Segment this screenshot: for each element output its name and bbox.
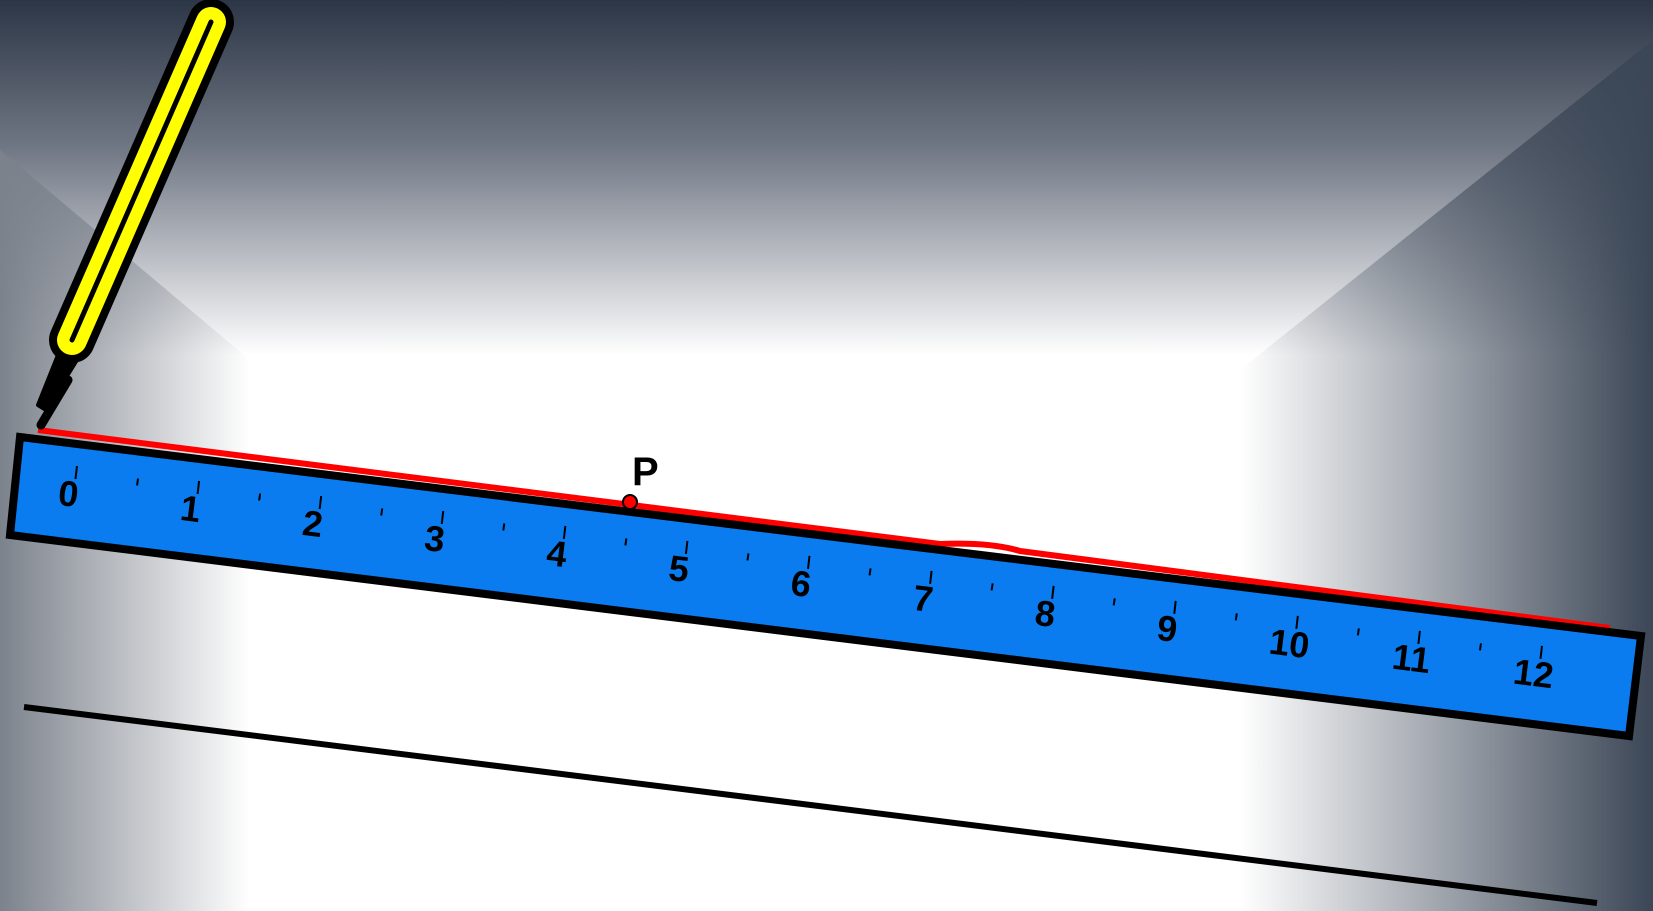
- pen-stripe: [69, 19, 214, 343]
- ruler-number-11: 11: [1390, 636, 1433, 681]
- ruler-minor-tick: [502, 523, 506, 531]
- point-p: P: [622, 450, 659, 510]
- ruler-major-tick: [74, 465, 78, 480]
- ruler-major-tick: [196, 480, 201, 495]
- ruler-major-tick: [440, 510, 445, 525]
- ruler-number-3: 3: [422, 517, 447, 560]
- ruler-minor-tick: [136, 478, 140, 486]
- ruler-minor-tick: [380, 508, 384, 516]
- ruler-number-9: 9: [1155, 607, 1180, 650]
- ruler-major-tick: [318, 495, 323, 510]
- ruler-major-tick: [1295, 615, 1299, 629]
- ruler-major-tick: [929, 570, 933, 585]
- ruler-body: [5, 432, 1646, 741]
- ruler-minor-tick: [746, 553, 750, 561]
- ruler-number-7: 7: [911, 577, 936, 620]
- ruler-minor-tick: [258, 493, 262, 501]
- ruler-major-tick: [1051, 585, 1055, 600]
- ruler-minor-tick: [1356, 628, 1360, 636]
- ruler-minor-tick: [1478, 643, 1482, 651]
- parallel-line: [23, 704, 1598, 906]
- point-p-label: P: [632, 450, 659, 494]
- point-p-dot: [622, 494, 638, 510]
- ruler-number-2: 2: [300, 502, 325, 545]
- ruler-major-tick: [807, 555, 811, 570]
- ruler-number-6: 6: [789, 562, 814, 605]
- ruler-minor-tick: [1112, 598, 1116, 606]
- pen-nib: [36, 375, 73, 430]
- pen: [36, 0, 234, 430]
- ruler-minor-tick: [868, 568, 872, 576]
- ruler-number-10: 10: [1267, 621, 1312, 667]
- ruler-minor-tick: [1234, 613, 1238, 621]
- ruler-number-8: 8: [1033, 592, 1058, 635]
- ruler-number-1: 1: [178, 487, 203, 530]
- ruler-major-tick: [1417, 630, 1421, 644]
- ruler-number-4: 4: [544, 532, 569, 575]
- drawn-line: [37, 427, 1611, 631]
- ruler-major-tick: [562, 525, 567, 540]
- ruler-number-0: 0: [56, 472, 81, 515]
- ruler-major-tick: [1173, 600, 1177, 615]
- ruler-major-tick: [684, 540, 689, 555]
- ruler-minor-tick: [624, 538, 628, 546]
- ruler-major-tick: [1539, 645, 1543, 659]
- ruler-ticks: [74, 465, 1543, 659]
- ruler-minor-tick: [990, 583, 994, 591]
- ruler-number-12: 12: [1511, 651, 1556, 697]
- ruler-number-5: 5: [667, 547, 692, 590]
